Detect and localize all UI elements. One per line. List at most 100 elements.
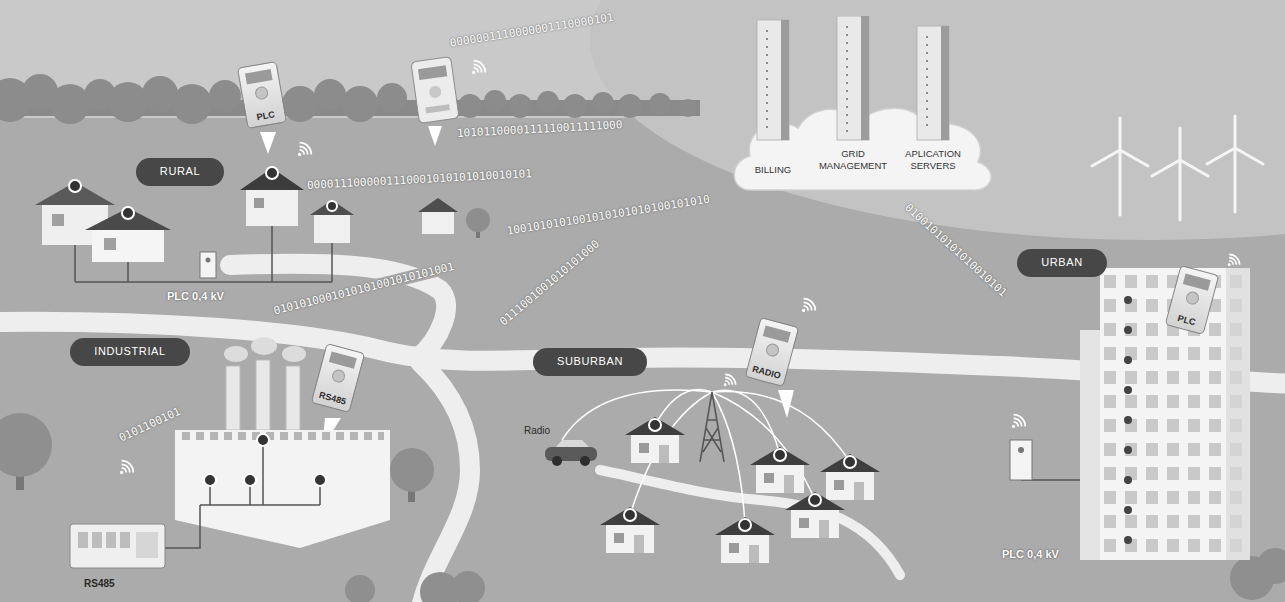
tree-line [679, 99, 697, 117]
meter-type: PLC [246, 107, 285, 123]
server-side [781, 20, 789, 140]
rs485-panel [92, 532, 102, 548]
rural-houses [310, 200, 354, 215]
area-label: INDUSTRIAL [70, 338, 189, 365]
tree-line [282, 86, 318, 122]
factory [251, 337, 277, 355]
car [552, 456, 562, 466]
factory [282, 346, 306, 362]
urban-building [1124, 476, 1132, 484]
tree-line [209, 80, 241, 112]
bus-label: RS485 [82, 578, 117, 590]
factory [256, 360, 270, 430]
factory [165, 440, 320, 548]
tree-line [314, 79, 346, 111]
plc-meter: PLC [1165, 265, 1220, 335]
wireless-signal [1012, 415, 1025, 428]
radio-links [712, 390, 780, 455]
meter-dots [327, 201, 337, 211]
line-label: PLC 0,4 kV [165, 290, 226, 303]
suburban-houses [600, 417, 880, 563]
rural-houses [466, 208, 490, 232]
tree-line [108, 82, 148, 122]
radio-tower [700, 392, 724, 462]
rs485-panel [120, 532, 130, 548]
factory [204, 474, 216, 486]
car [580, 456, 590, 466]
meter-dots [122, 207, 134, 219]
data-stream: 0101010001010101001010101001 [270, 260, 457, 319]
tree-line [458, 94, 482, 118]
wireless-signal [472, 61, 485, 74]
tree-line [618, 94, 642, 118]
rs485-panel [136, 532, 158, 558]
meter-display [245, 69, 273, 84]
wireless-signal [724, 374, 736, 386]
factory [175, 430, 390, 520]
rural-houses [92, 230, 164, 262]
car [555, 440, 590, 448]
urban-building [1124, 356, 1132, 364]
urban-building [1124, 416, 1132, 424]
radio-links [712, 392, 745, 525]
rs485-panel [70, 524, 165, 568]
tree-line [50, 84, 90, 124]
meter-dots [69, 180, 81, 192]
server-tower [917, 26, 949, 140]
meter-display [1183, 273, 1211, 290]
rs485-panel [106, 532, 116, 548]
urban-building [1080, 268, 1250, 560]
link-label: Radio [522, 425, 552, 437]
trees [1257, 548, 1285, 584]
area-label: URBAN [1017, 249, 1107, 276]
tree-line [649, 93, 671, 115]
trees [451, 571, 485, 602]
tree-line [0, 74, 700, 124]
trees [345, 575, 375, 602]
suburban-houses [715, 517, 775, 563]
data-stream: 0101100101 [115, 404, 184, 446]
meter-pointers [260, 132, 276, 154]
rural-houses [104, 238, 116, 250]
meter-type: RADIO [747, 363, 786, 382]
server-tower [917, 26, 949, 140]
urban-building [1124, 506, 1132, 514]
rs485-panel [70, 524, 165, 568]
server-lights [926, 36, 928, 132]
wind-turbines [1152, 128, 1208, 220]
suburban-houses [625, 417, 685, 463]
transformer [1010, 440, 1032, 480]
car [545, 440, 597, 466]
urban-building [1124, 296, 1132, 304]
meter-dial [765, 343, 780, 358]
tree-line [592, 92, 614, 114]
urban-building [1124, 386, 1132, 394]
urban-building [1226, 268, 1250, 560]
rural-houses [240, 168, 304, 190]
rural-houses [85, 208, 171, 230]
suburban-houses [750, 447, 810, 493]
wireless-signal [298, 143, 311, 156]
urban-building [1124, 446, 1132, 454]
tree-line [377, 83, 407, 113]
server-tower [837, 16, 869, 140]
transformer [1018, 447, 1024, 453]
middle-meter [411, 57, 459, 124]
meter-dots [266, 167, 278, 179]
rural-houses [254, 198, 264, 208]
tree-line [563, 94, 587, 118]
server-name: GRID MANAGEMENT [813, 148, 893, 172]
area-name: RURAL [160, 165, 200, 178]
urban-building [1124, 296, 1132, 544]
meter-dial [255, 86, 269, 100]
server-side [861, 16, 869, 140]
tree-line [508, 94, 532, 118]
suburban-houses [600, 507, 660, 553]
wireless-signal [120, 461, 133, 474]
meter-pointers [428, 126, 442, 146]
data-stream: 0000111000001110001010101010010101 [305, 167, 535, 192]
server-name: APLICATION SERVERS [893, 148, 973, 172]
meter-pointers [260, 126, 1202, 448]
meter-dial [1185, 291, 1200, 306]
